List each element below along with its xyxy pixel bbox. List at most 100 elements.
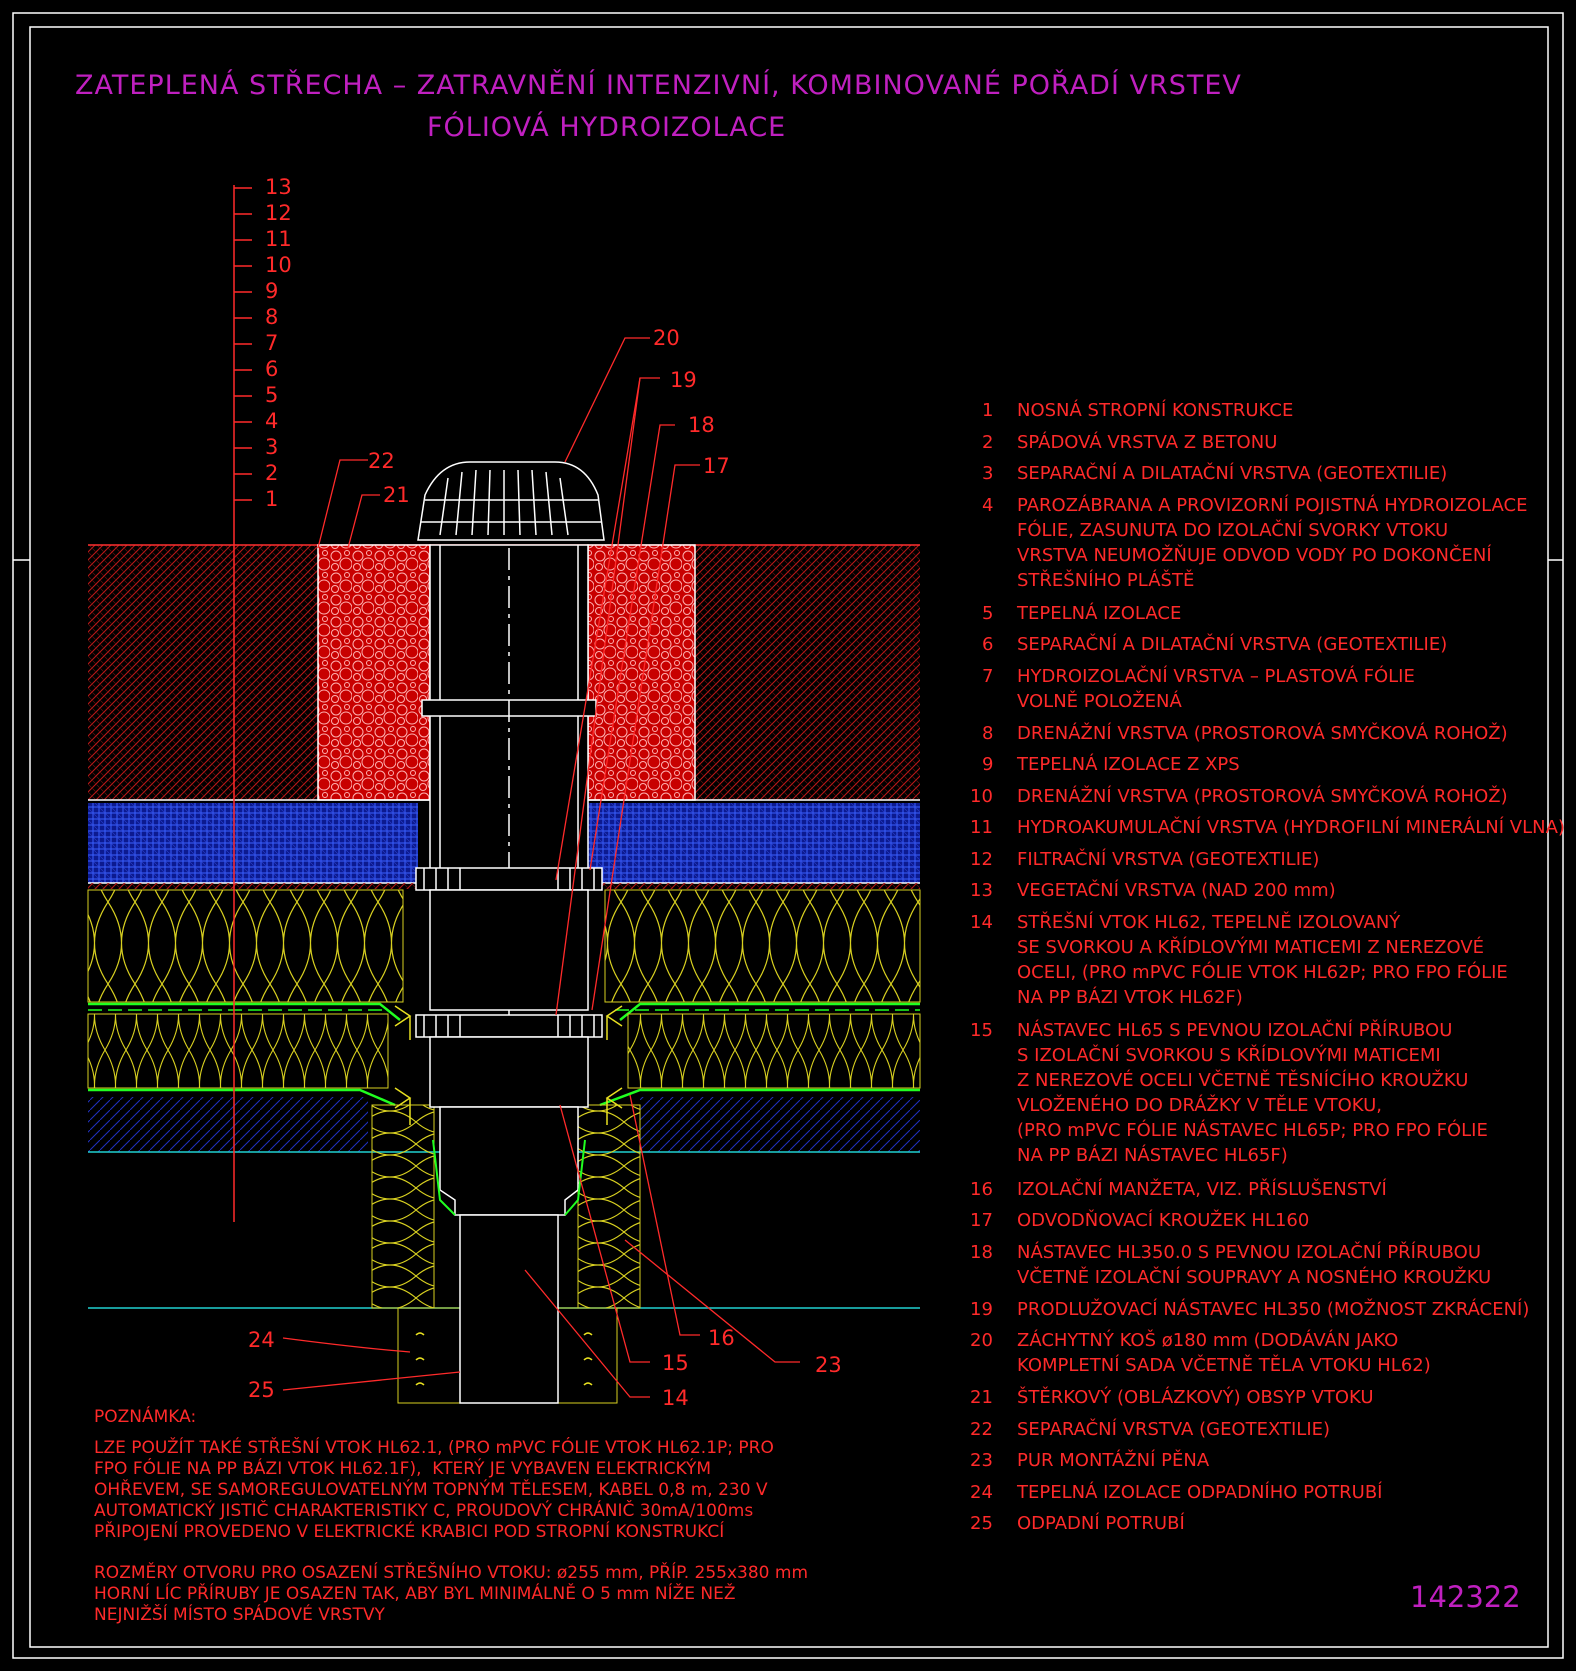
legend-number: 24 [970,1481,993,1503]
legend-number: 8 [982,722,994,744]
callout-14: 14 [662,1386,689,1410]
legend-number: 13 [970,880,993,901]
drain-body [439,1106,579,1216]
legend-number: 17 [970,1210,993,1231]
legend-text: DRENÁŽNÍ VRSTVA (PROSTOROVÁ SMYČKOVÁ ROH… [1017,722,1508,744]
legend-text: SEPARAČNÍ A DILATAČNÍ VRSTVA (GEOTEXTILI… [1017,634,1448,655]
drawing-title-line1: ZATEPLENÁ STŘECHA – ZATRAVNĚNÍ INTENZIVN… [75,70,1242,101]
leader-21 [347,494,380,549]
callout-16: 16 [708,1326,735,1350]
legend-text: STŘEŠNÍ VTOK HL62, TEPELNĚ IZOLOVANÝ SE … [1017,911,1508,1008]
legend-text: SEPARAČNÍ A DILATAČNÍ VRSTVA (GEOTEXTILI… [1017,463,1448,484]
callout-15: 15 [662,1351,689,1375]
leader-16 [629,1094,700,1336]
wing-nut-left-2 [394,1087,412,1125]
legend-number: 5 [982,602,994,624]
leaf-guard-band [421,499,602,523]
legend-text: IZOLAČNÍ MANŽETA, VIZ. PŘÍSLUŠENSTVÍ [1017,1178,1387,1200]
layer-tick-label: 10 [265,253,292,277]
gravel-right [587,544,696,801]
layer-tick-label: 7 [265,331,279,355]
legend-text: ODVODŇOVACÍ KROUŽEK HL160 [1017,1210,1310,1231]
xps-left [87,889,404,1003]
drawing-number: 142322 [1410,1580,1521,1614]
inner-frame [29,26,1549,1648]
layer-tick-label: 12 [265,201,292,225]
legend-text: NOSNÁ STROPNÍ KONSTRUKCE [1017,400,1294,421]
layer-tick-label: 9 [265,279,279,303]
leader-23 [624,1239,800,1363]
legend-number: 2 [982,431,994,453]
hydroaccumulation-right [585,803,920,883]
layer-tick-label: 4 [265,409,279,433]
pipe-mark-right [583,1332,593,1386]
legend-text: FILTRAČNÍ VRSTVA (GEOTEXTILIE) [1017,848,1320,870]
legend-text: ZÁCHYTNÝ KOŠ ø180 mm (DODÁVÁN JAKO KOMPL… [1017,1330,1431,1376]
legend-text: SEPARAČNÍ VRSTVA (GEOTEXTILIE) [1017,1418,1331,1440]
vegetation-layer-right [695,545,920,800]
callout-19: 19 [670,368,697,392]
slope-concrete-left [88,1097,368,1152]
legend-text: NÁSTAVEC HL65 S PEVNOU IZOLAČNÍ PŘÍRUBOU… [1017,1019,1488,1166]
thermal-insulation-left [87,1013,389,1089]
legend-number: 9 [982,754,994,775]
legend-number: 14 [970,911,993,933]
callout-17: 17 [703,454,730,478]
note-heading: POZNÁMKA: [94,1407,197,1427]
legend-text: PAROZÁBRANA A PROVIZORNÍ POJISTNÁ HYDROI… [1017,494,1528,591]
legend-text: HYDROAKUMULAČNÍ VRSTVA (HYDROFILNÍ MINER… [1017,817,1565,838]
leader-22 [317,459,368,549]
leader-24 [282,1337,411,1353]
note-paragraph-1: LZE POUŽÍT TAKÉ STŘEŠNÍ VTOK HL62.1, (PR… [94,1438,774,1542]
legend-number: 19 [970,1298,993,1320]
outer-frame [12,12,1564,1659]
legend-text: HYDROIZOLAČNÍ VRSTVA – PLASTOVÁ FÓLIE VO… [1017,665,1415,712]
legend-text: NÁSTAVEC HL350.0 S PEVNOU IZOLAČNÍ PŘÍRU… [1017,1241,1492,1288]
legend-number: 23 [970,1450,993,1471]
callout-24: 24 [248,1328,275,1352]
roof-section [87,544,921,1404]
legend-text: TEPELNÁ IZOLACE Z XPS [1017,754,1240,775]
gravel-left [317,544,431,801]
vegetation-layer-left [88,545,318,800]
leader-25 [282,1371,461,1391]
legend-number: 22 [970,1418,993,1440]
layer-tick-label: 11 [265,227,292,251]
legend-number: 20 [970,1330,993,1351]
leader-17 [591,464,700,1011]
pipe-insulation-right [577,1104,641,1309]
leader-14 [524,1269,650,1398]
layer-tick-label: 2 [265,461,279,485]
drawing-title-line2: FÓLIOVÁ HYDROIZOLACE [427,112,787,143]
thermal-insulation-right [627,1013,921,1089]
legend-text: TEPELNÁ IZOLACE [1017,602,1182,624]
leaf-guard-ribs [439,469,569,536]
layer-tick-label: 8 [265,305,279,329]
legend-number: 7 [982,665,994,687]
xps-right [604,889,921,1003]
wing-nut-right-1 [605,1005,623,1040]
legend-number: 25 [970,1513,993,1534]
callout-leaders [282,337,800,1398]
callout-22: 22 [368,449,395,473]
membrane-cuff [432,1139,586,1216]
legend-number: 6 [982,634,994,655]
flange-hl65-teeth [423,1015,595,1037]
layer-tick-label: 6 [265,357,279,381]
hl350-body [429,889,589,1011]
legend-text: ŠTĚRKOVÝ (OBLÁZKOVÝ) OBSYP VTOKU [1017,1387,1374,1408]
flange-hl65 [415,1014,603,1038]
leaf-guard [417,461,605,541]
drainage-mat-right [585,883,920,889]
legend-number: 4 [982,494,994,516]
wing-nut-left-1 [394,1005,412,1040]
legend-number: 18 [970,1241,993,1263]
callout-20: 20 [653,326,680,350]
legend-text: PRODLUŽOVACÍ NÁSTAVEC HL350 (MOŽNOST ZKR… [1017,1298,1530,1320]
note-paragraph-2: ROZMĚRY OTVORU PRO OSAZENÍ STŘEŠNÍHO VTO… [94,1563,809,1625]
legend-text: SPÁDOVÁ VRSTVA Z BETONU [1017,431,1278,453]
legend-text: ODPADNÍ POTRUBÍ [1017,1513,1185,1534]
legend-text: TEPELNÁ IZOLACE ODPADNÍHO POTRUBÍ [1017,1481,1383,1503]
legend-number: 15 [970,1019,993,1041]
